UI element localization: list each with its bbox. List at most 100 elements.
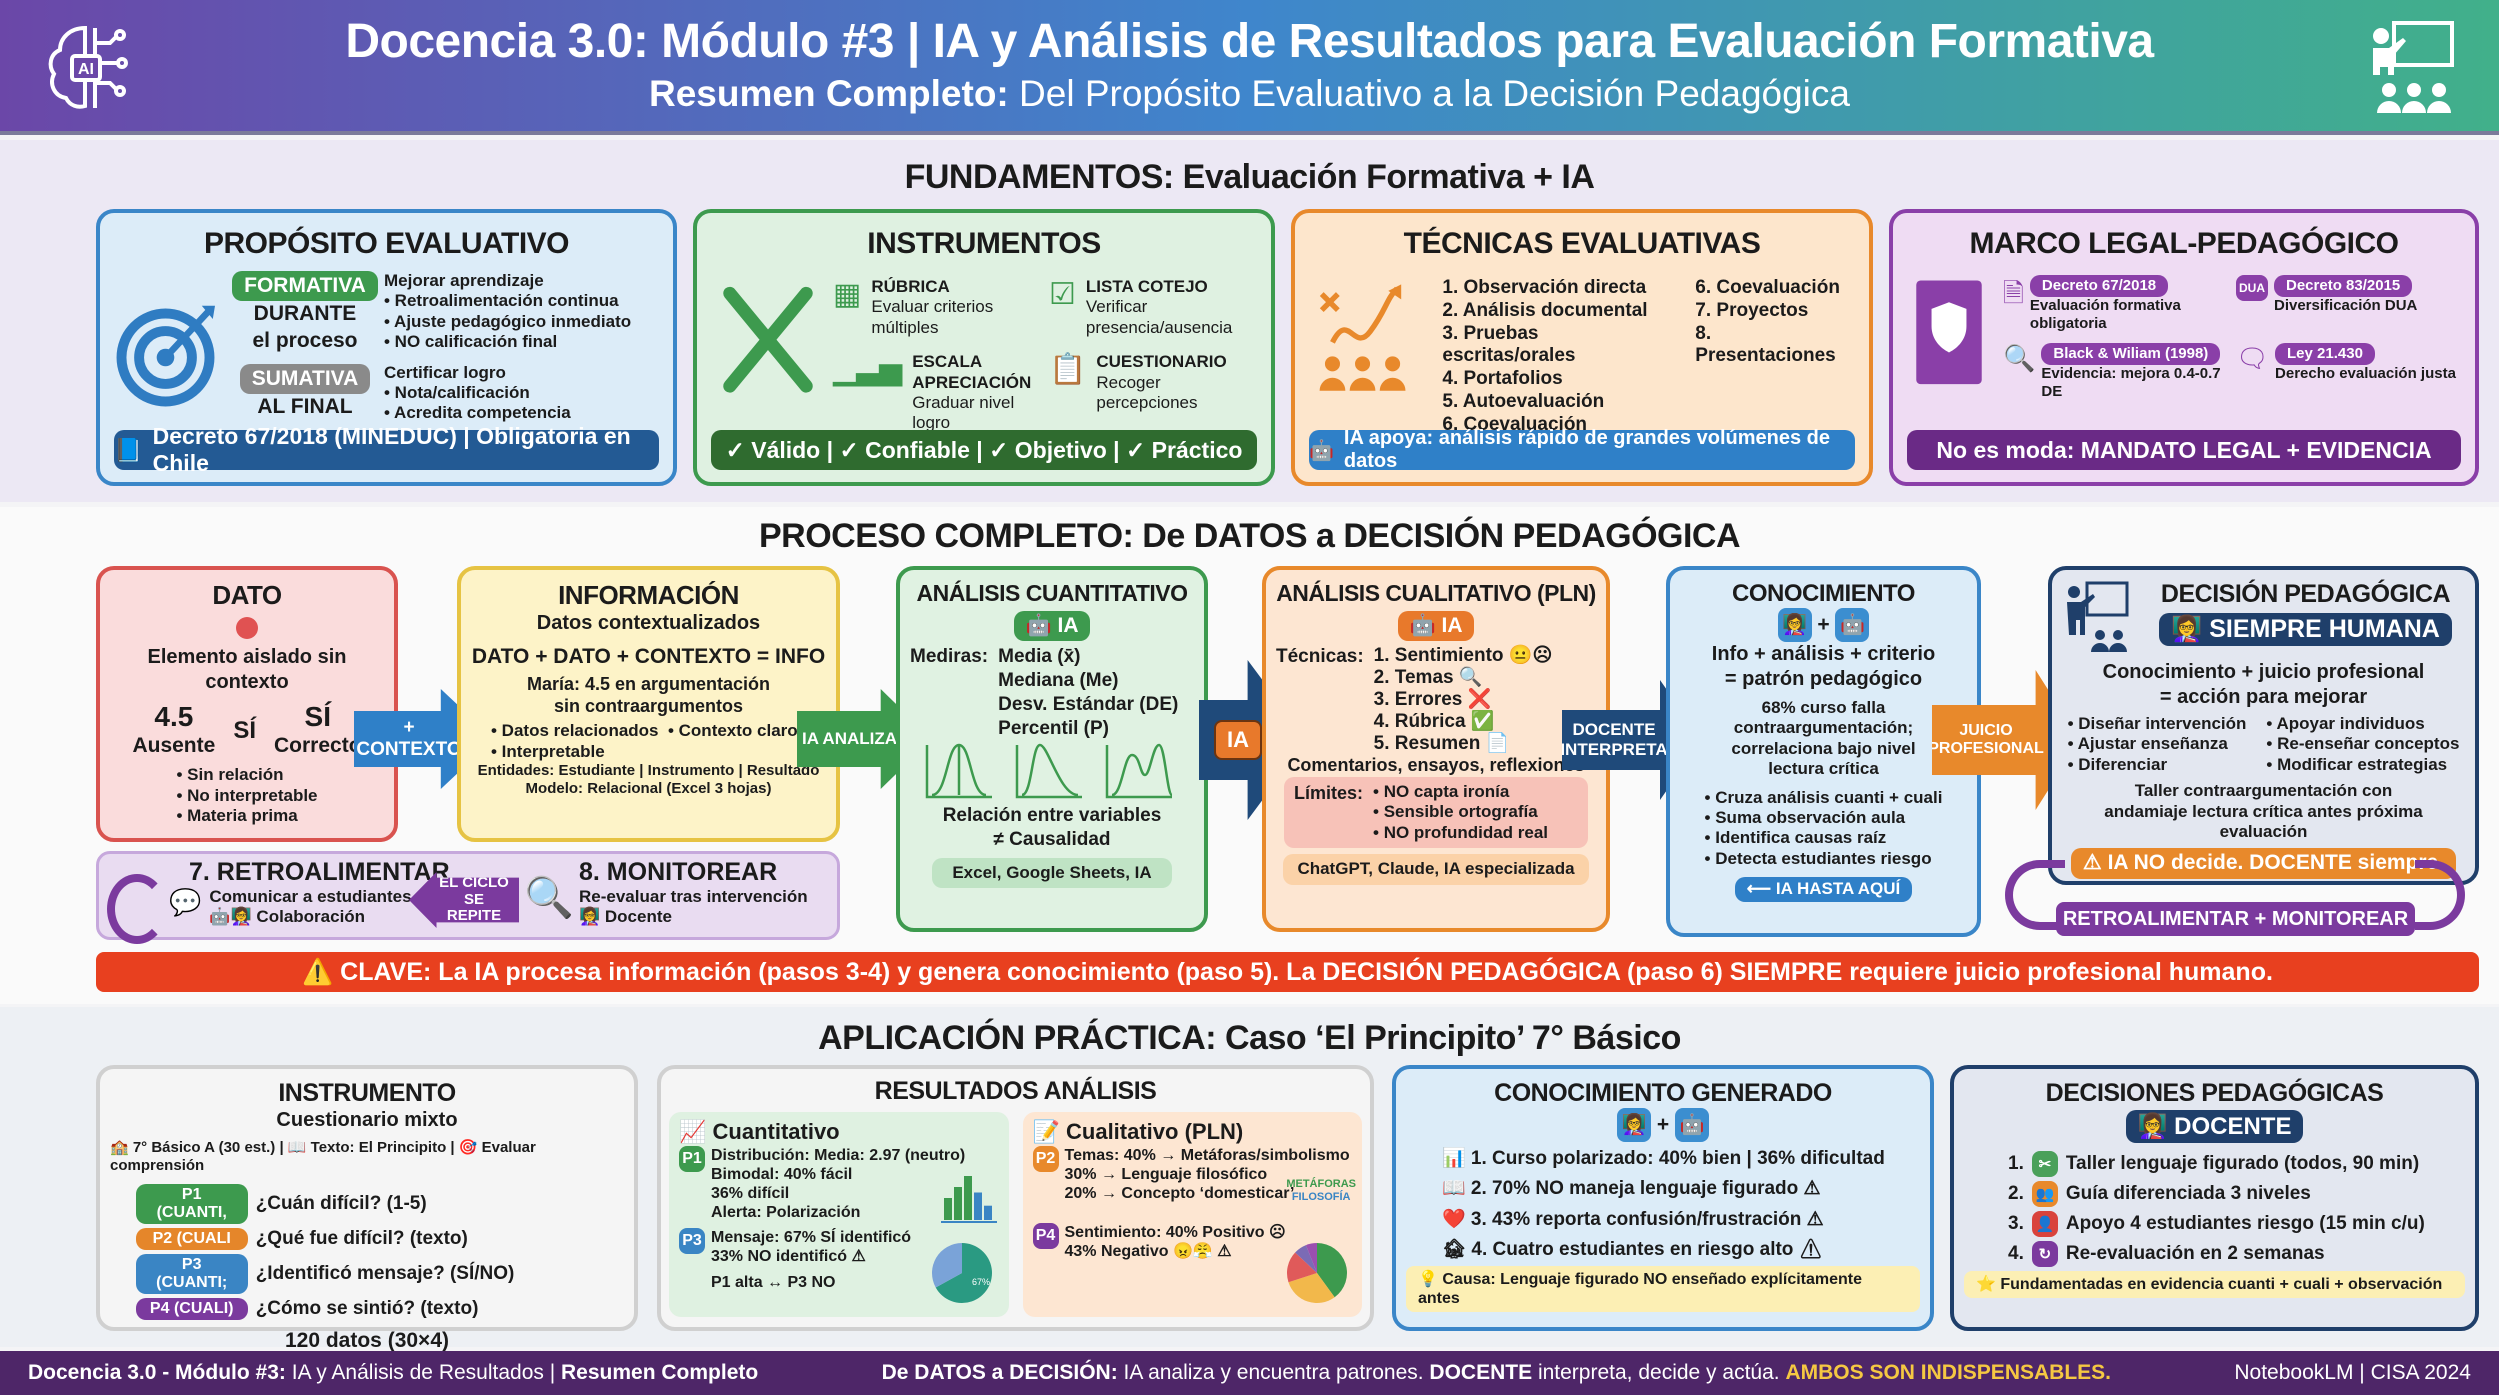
proposito-card: PROPÓSITO EVALUATIVO FORMATIVA DURANTE e… bbox=[96, 209, 677, 486]
info-bullets: • Datos relacionados • Contexto claro• I… bbox=[491, 721, 798, 761]
retroalimentar-monitorear-badge: RETROALIMENTAR + MONITOREAR bbox=[2056, 902, 2415, 936]
relacion-text: Relación entre variables≠ Causalidad bbox=[942, 805, 1162, 850]
monitor-who: 👩‍🏫 Docente bbox=[579, 907, 672, 927]
decision-item: 3.👤Apoyo 4 estudiantes riesgo (15 min c/… bbox=[2008, 1211, 2465, 1237]
sentiment-pie-chart bbox=[1287, 1243, 1347, 1303]
question-text: ¿Qué fue difícil? (texto) bbox=[255, 1228, 468, 1249]
monitor-desc: Re-evaluar tras intervención bbox=[579, 887, 808, 906]
question-tag: P1 (CUANTI, bbox=[135, 1184, 248, 1224]
techniques: Técnicas:1. Sentimiento 😐☹2. Temas 🔍3. E… bbox=[1276, 645, 1553, 754]
chat-icon: 💬 bbox=[169, 887, 202, 917]
ia-badge: 🤖 IA bbox=[1397, 611, 1475, 642]
sumativa-badge: SUMATIVA bbox=[239, 363, 371, 394]
section-title: FUNDAMENTOS: Evaluación Formativa + IA bbox=[904, 158, 1595, 196]
footer-middle: De DATOS a DECISIÓN: IA analiza y encuen… bbox=[881, 1361, 2111, 1384]
decision-text: Re-evaluación en 2 semanas bbox=[2065, 1243, 2325, 1265]
loop-arrow-right-icon bbox=[2415, 860, 2465, 930]
question-tag: P3 (CUANTI; bbox=[135, 1253, 248, 1294]
info-modelo: Modelo: Relacional (Excel 3 hojas) bbox=[525, 780, 772, 798]
arrow-ia-label: IA bbox=[1214, 720, 1262, 760]
law-book-shield-icon bbox=[1916, 280, 1982, 385]
decisiones-footer: ⭐ Fundamentadas en evidencia cuanti + cu… bbox=[1964, 1271, 2465, 1299]
info-subtitle: Datos contextualizados bbox=[536, 612, 761, 634]
pie-slice bbox=[1295, 1245, 1317, 1273]
formativa-badge: FORMATIVA bbox=[232, 271, 378, 302]
info-entidades: Entidades: Estudiante | Instrumento | Re… bbox=[477, 762, 820, 780]
siempre-humana-badge: 👩‍🏫 SIEMPRE HUMANA bbox=[2159, 613, 2452, 646]
teacher-icon: 👩‍🏫 bbox=[1617, 1108, 1652, 1142]
question-text: ¿Identificó mensaje? (SÍ/NO) bbox=[255, 1262, 515, 1284]
decision-text: Guía diferenciada 3 niveles bbox=[2065, 1183, 2311, 1205]
p3-pie-chart: 67% bbox=[931, 1243, 992, 1303]
question-tag: P4 (CUALI) bbox=[135, 1297, 248, 1320]
question-item: P3 (CUANTI; ¿Identificó mensaje? (SÍ/NO) bbox=[135, 1253, 599, 1294]
tools-icon bbox=[723, 286, 813, 393]
cuali-tools: ChatGPT, Claude, IA especializada bbox=[1283, 854, 1589, 885]
conoc-example: 68% curso falla contraargumentación; cor… bbox=[1731, 698, 1916, 779]
card-title: TÉCNICAS EVALUATIVAS bbox=[1403, 227, 1761, 260]
ciclo-card: 7. RETROALIMENTAR 💬 Comunicar a estudiant… bbox=[96, 851, 840, 944]
teacher-classroom-icon bbox=[2373, 21, 2454, 113]
informacion-card: INFORMACIÓN Datos contextualizados DATO … bbox=[457, 566, 840, 842]
decision-icon: ✂ bbox=[2031, 1151, 2058, 1177]
cause-note: 💡 Causa: Lenguaje figurado NO enseñado e… bbox=[1406, 1265, 1920, 1312]
card-title: MARCO LEGAL-PEDAGÓGICO bbox=[1969, 227, 2400, 260]
decisiones-card: DECISIONES PEDAGÓGICAS 👩‍🏫 DOCENTE 1.✂Ta… bbox=[1950, 1065, 2479, 1331]
ia-hasta-aqui-badge: ⟵ IA HASTA AQUÍ bbox=[1734, 877, 1913, 902]
cuali-sources: Comentarios, ensayos, reflexiones bbox=[1287, 755, 1585, 776]
cualitativo-card: ANÁLISIS CUALITATIVO (PLN) 🤖 IA Técnicas… bbox=[1262, 566, 1610, 932]
footer-right: NotebookLM | CISA 2024 bbox=[2234, 1361, 2471, 1384]
p1-badge: P1 bbox=[679, 1145, 705, 1172]
section-title: PROCESO COMPLETO: De DATOS a DECISIÓN PE… bbox=[758, 517, 1741, 555]
teacher-icon: 👩‍🏫 bbox=[1777, 608, 1812, 642]
instrumentos-footer: ✓ Válido | ✓ Confiable | ✓ Objetivo | ✓ … bbox=[711, 430, 1257, 470]
checklist-icon: ☑ bbox=[1049, 278, 1076, 311]
card-title: RESULTADOS ANÁLISIS bbox=[874, 1077, 1157, 1105]
cuantitativo-card: ANÁLISIS CUANTITATIVO 🤖 IA Mediras:Media… bbox=[896, 566, 1208, 932]
speech-icon: 🗨 bbox=[2236, 343, 2270, 373]
section-title: APLICACIÓN PRÁCTICA: Caso ‘El Principito… bbox=[818, 1019, 1681, 1057]
histogram-bar bbox=[943, 1198, 952, 1220]
ai-brain-icon: AI bbox=[48, 25, 128, 109]
dato-bullets: • Sin relación• No interpretable• Materi… bbox=[176, 765, 318, 826]
bar-chart-icon: ▁▃▅ bbox=[833, 353, 903, 387]
conocimiento-generado-card: CONOCIMIENTO GENERADO 👩‍🏫 + 🤖 📊 1. Curso… bbox=[1392, 1065, 1934, 1331]
retro-desc: Comunicar a estudiantes bbox=[209, 887, 412, 906]
card-title: DATO bbox=[212, 580, 282, 610]
decision-text: Taller lenguaje figurado (todos, 90 min) bbox=[2065, 1153, 2420, 1175]
question-text: ¿Cuán difícil? (1-5) bbox=[255, 1193, 427, 1215]
instrumento-context: 🏫 7° Básico A (30 est.) | 📖 Texto: El Pr… bbox=[110, 1139, 536, 1174]
p4-badge: P4 bbox=[1032, 1223, 1059, 1250]
monitor-title: 8. MONITOREAR bbox=[579, 858, 778, 886]
teacher-plus-ai: 👩‍🏫 + 🤖 bbox=[1777, 608, 1870, 642]
measures: Mediras:Media (x̄)Mediana (Me)Desv. Está… bbox=[910, 646, 1179, 739]
retro-title: 7. RETROALIMENTAR bbox=[189, 858, 450, 886]
pie-slice bbox=[1287, 1252, 1317, 1283]
magnifier-icon: 🔍 bbox=[2003, 343, 2036, 373]
page-subtitle: Resumen Completo: Del Propósito Evaluati… bbox=[649, 73, 1850, 114]
pie-slice bbox=[935, 1243, 992, 1303]
instrumento-subtitle: Cuestionario mixto bbox=[276, 1109, 458, 1131]
dato-desc: Elemento aislado sin contexto bbox=[147, 646, 347, 693]
teacher-plus-ai: 👩‍🏫 + 🤖 bbox=[1617, 1108, 1709, 1142]
info-formula: DATO + DATO + CONTEXTO = INFO bbox=[471, 645, 826, 668]
pie-label: 67% bbox=[972, 1277, 990, 1287]
footer-left: Docencia 3.0 - Módulo #3: IA y Análisis … bbox=[28, 1361, 759, 1384]
info-example: María: 4.5 en argumentación sin contraar… bbox=[526, 674, 771, 716]
document-icon: 🗎 bbox=[2003, 278, 2024, 308]
card-title: PROPÓSITO EVALUATIVO bbox=[203, 227, 570, 260]
p3-badge: P3 bbox=[679, 1228, 705, 1255]
header: AI Docencia 3.0: Módulo #3 | IA y Anális… bbox=[0, 0, 2499, 135]
clipboard-icon: 📋 bbox=[1049, 353, 1087, 387]
